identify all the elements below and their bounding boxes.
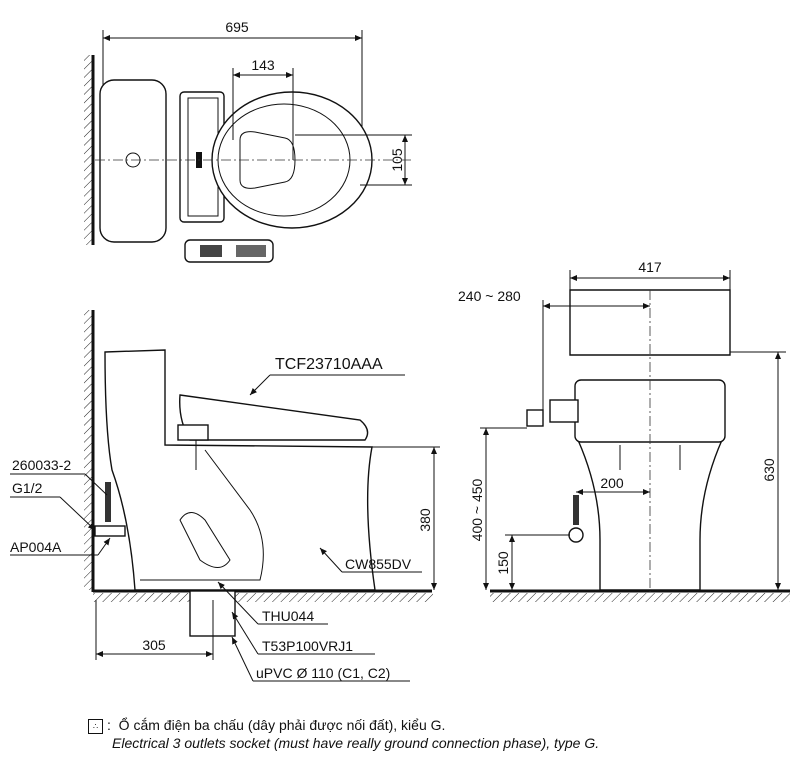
front-view: 417 240 ~ 280 630 400 ~ 450 150 200 [458,259,790,602]
label-seat-model: TCF23710AAA [275,356,383,373]
dim-695: 695 [225,19,249,35]
dim-400-450: 400 ~ 450 [469,478,485,541]
dim-417: 417 [638,259,662,275]
dim-630: 630 [761,458,777,482]
label-pipe: uPVC Ø 110 (C1, C2) [256,665,390,681]
label-gasket: THU044 [262,608,314,624]
label-hose: 260033-2 [12,457,71,473]
dim-143: 143 [251,57,275,73]
note-vi: Ổ cắm điện ba chấu (dây phải được nối đấ… [118,717,446,733]
label-thread: G1/2 [12,480,43,496]
electrical-socket-icon: ∴ [88,718,103,734]
label-drain: T53P100VRJ1 [262,638,353,654]
label-bowl: CW855DV [345,556,412,572]
note-en: Electrical 3 outlets socket (must have r… [112,735,600,751]
side-view: TCF23710AAA 260033-2 G1/2 AP004A CW855DV… [10,310,440,682]
dim-socket-offset: 240 ~ 280 [458,288,521,304]
label-valve: AP004A [10,539,62,555]
dim-200: 200 [600,475,624,491]
dim-150: 150 [495,551,511,575]
dim-305: 305 [142,637,166,653]
top-view: 695 143 105 [84,19,412,263]
socket-note: ∴: Ổ cắm điện ba chấu (dây phải được nối… [88,716,599,752]
dim-380: 380 [417,508,433,532]
